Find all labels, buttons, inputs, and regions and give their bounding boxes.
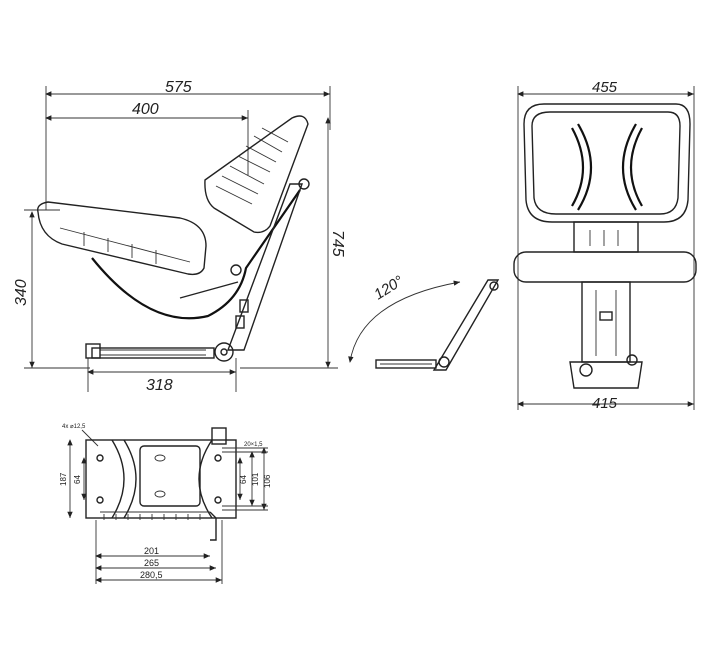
front-foot [569,361,643,389]
dim-415-label: 415 [592,395,618,412]
mount-plan: 4x ⌀12,5 20×1,5 187 64 64 101 106 [59,424,272,584]
side-view: 575 400 340 745 318 [13,79,346,394]
recline-detail: 120° [348,273,500,371]
front-backrest [523,103,691,223]
backrest-groove-left [577,123,593,211]
dim-106-label: 106 [263,474,272,488]
dim-745-label: 745 [329,230,346,257]
recline-post [432,279,500,371]
plate-arc-right [198,439,213,519]
plate-center [139,445,201,507]
seat-frame [91,189,301,320]
dim-455-label: 455 [592,79,618,96]
plate-arc-left [111,439,125,519]
dim-64-right-label: 64 [239,475,248,484]
backrest-cushion [204,115,309,234]
slot-block [211,427,227,445]
front-view: 455 415 [513,79,697,412]
dim-187-label: 187 [59,472,68,486]
dim-575-label: 575 [165,79,192,96]
dim-265-label: 265 [144,558,159,568]
dim-340-label: 340 [13,279,30,306]
mount-hole [214,496,222,504]
seat-cushion [37,201,207,276]
recline-base [375,359,437,369]
dim-400-label: 400 [132,101,159,118]
slot-label: 20×1,5 [244,442,263,448]
hinge-circle [214,342,234,362]
recline-arc [348,280,461,363]
mount-hole [96,454,104,462]
mount-hole [96,496,104,504]
recline-angle-label: 120° [371,273,406,304]
dim-280-label: 280,5 [140,570,163,580]
dim-201-label: 201 [144,546,159,556]
support-post [226,183,303,351]
backrest-groove-right [621,123,637,211]
dim-64-left-label: 64 [73,475,82,484]
front-seat-cushion [513,251,697,283]
dim-318-label: 318 [146,377,173,394]
front-column [581,281,631,363]
holes-label: 4x ⌀12,5 [62,424,86,430]
base-rail [91,347,215,359]
mount-hole [214,454,222,462]
dim-101-label: 101 [251,472,260,486]
